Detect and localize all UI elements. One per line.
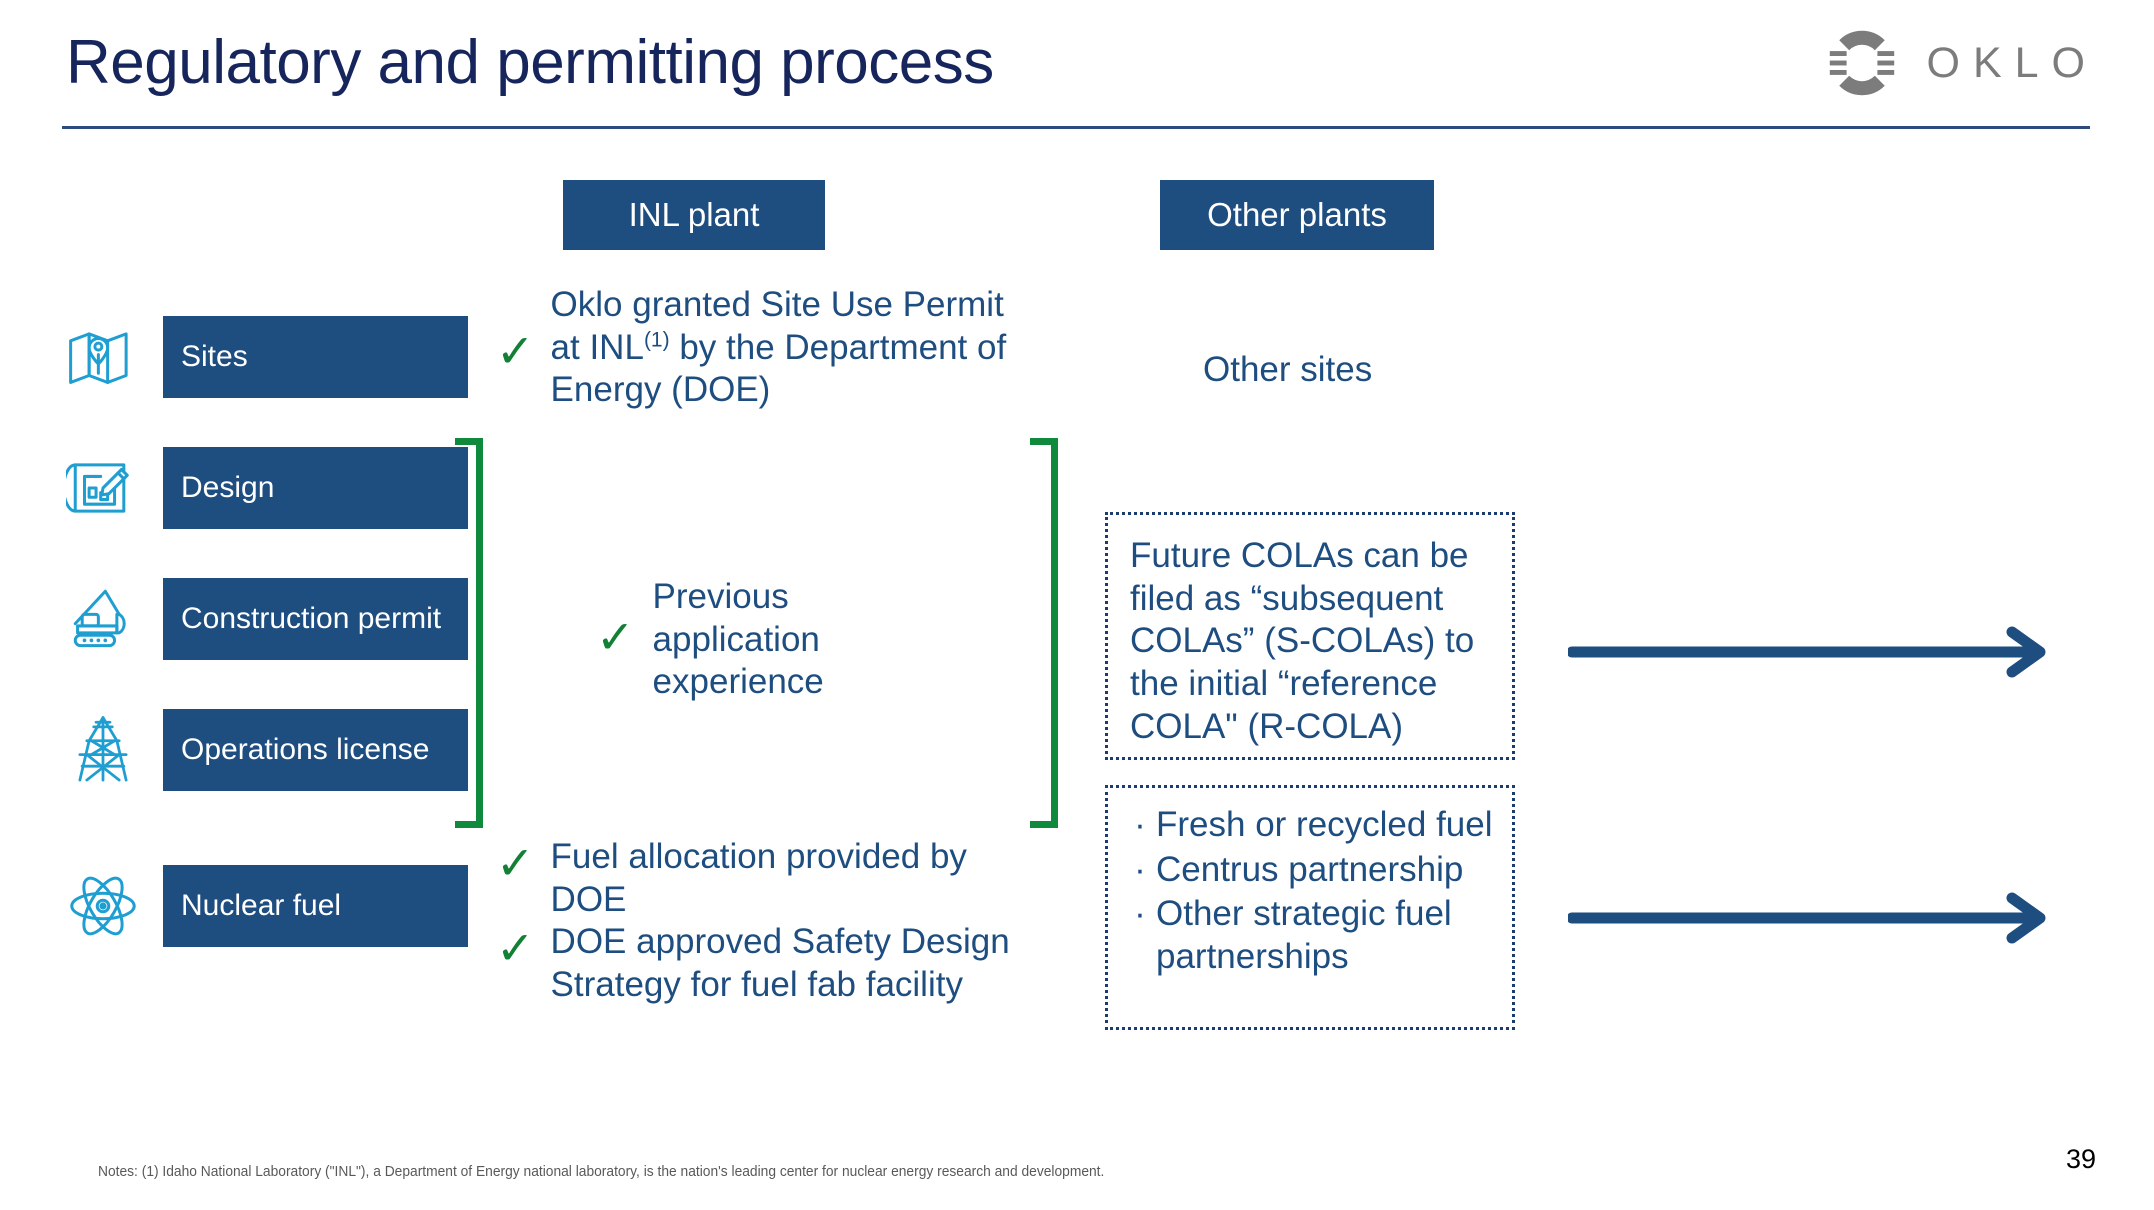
- future-colas-text: Future COLAs can be filed as “subsequent…: [1130, 536, 1475, 746]
- fuel-options-box: · Fresh or recycled fuel · Centrus partn…: [1105, 785, 1515, 1030]
- stage-box-design[interactable]: Design: [163, 447, 468, 529]
- page-number: 39: [2065, 1144, 2096, 1174]
- inl-site-permit-item: ✓ Oklo granted Site Use Permit at INL(1)…: [496, 284, 1016, 412]
- bracket-right-green: [1030, 438, 1058, 828]
- column-header-inl-plant[interactable]: INL plant: [563, 180, 825, 250]
- check-icon: ✓: [496, 837, 535, 889]
- column-header-other-plants[interactable]: Other plants: [1160, 180, 1434, 250]
- stage-box-operations-license[interactable]: Operations license: [163, 709, 468, 791]
- bullet-icon: ·: [1134, 894, 1146, 934]
- inl-fuel-items: ✓ Fuel allocation provided by DOE ✓ DOE …: [496, 836, 1016, 1007]
- bullet-icon: ·: [1134, 849, 1146, 889]
- fuel-option-text: Other strategic fuel partnerships: [1156, 894, 1452, 977]
- stage-box-construction-permit[interactable]: Construction permit: [163, 578, 468, 660]
- title-divider: [62, 126, 2090, 129]
- check-icon: ✓: [596, 611, 635, 663]
- site-permit-superscript: (1): [643, 328, 670, 352]
- map-pin-icon: [69, 332, 128, 384]
- blueprint-pencil-icon: [66, 463, 129, 513]
- excavator-icon: [73, 589, 126, 648]
- stage-box-nuclear-fuel[interactable]: Nuclear fuel: [163, 865, 468, 947]
- site-permit-text-after: by the Department of Energy (DOE): [550, 327, 1007, 410]
- stage-box-sites[interactable]: Sites: [163, 316, 468, 398]
- inl-previous-experience-text: Previous application experience: [652, 577, 824, 702]
- site-permit-text-before: Oklo granted Site Use Permit at INL: [550, 285, 1004, 367]
- check-icon: ✓: [496, 922, 535, 975]
- power-tower-icon: [78, 716, 128, 782]
- bracket-left-green: [455, 438, 483, 828]
- list-item: · Centrus partnership: [1124, 849, 1498, 892]
- brand-logo: OKLO: [1827, 28, 2099, 98]
- logo-wordmark: OKLO: [1926, 38, 2098, 87]
- inl-fuel-item-text: Fuel allocation provided by DOE: [550, 837, 967, 919]
- arrow-colas-right: [1568, 626, 2046, 678]
- list-item: · Other strategic fuel partnerships: [1124, 893, 1498, 978]
- arrow-fuel-right: [1568, 892, 2046, 944]
- inl-fuel-item: ✓ Fuel allocation provided by DOE: [496, 836, 1016, 921]
- fuel-option-text: Fresh or recycled fuel: [1156, 805, 1493, 844]
- future-colas-box: Future COLAs can be filed as “subsequent…: [1105, 512, 1515, 760]
- footnote-notes: Notes: (1) Idaho National Laboratory ("I…: [98, 1163, 1105, 1180]
- list-item: · Fresh or recycled fuel: [1124, 804, 1498, 847]
- inl-fuel-item-text: DOE approved Safety Design Strategy for …: [550, 922, 1010, 1005]
- page-title: Regulatory and permitting process: [66, 28, 994, 97]
- inl-site-permit-text: Oklo granted Site Use Permit at INL(1) b…: [551, 284, 1016, 412]
- inl-previous-experience-item: ✓ Previous application experience: [596, 576, 916, 704]
- inl-fuel-item: ✓ DOE approved Safety Design Strategy fo…: [496, 921, 1016, 1006]
- atom-icon: [70, 876, 136, 936]
- other-sites-label: Other sites: [1203, 350, 1373, 389]
- fuel-option-text: Centrus partnership: [1156, 849, 1464, 889]
- check-icon: ✓: [496, 325, 535, 377]
- oklo-ring-icon: [1829, 30, 1894, 96]
- bullet-icon: ·: [1134, 805, 1146, 844]
